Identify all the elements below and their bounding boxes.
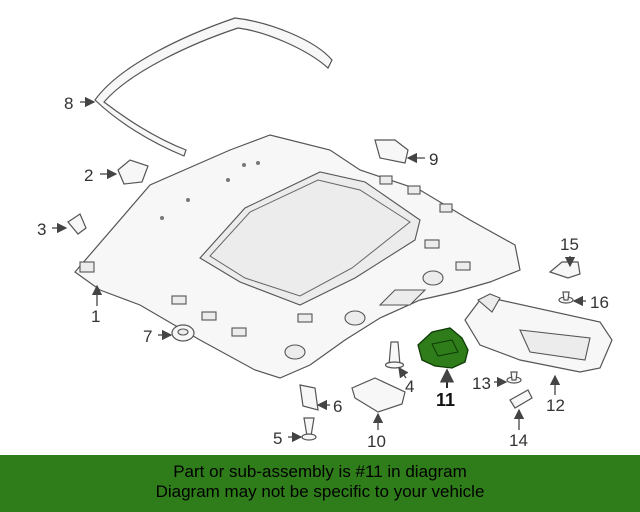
part-5-screw bbox=[301, 417, 317, 441]
part-1-headliner bbox=[74, 134, 521, 379]
callout-14: 14 bbox=[509, 431, 528, 450]
part-6-tag bbox=[299, 384, 319, 411]
banner-line-disclaimer: Diagram may not be specific to your vehi… bbox=[155, 482, 485, 501]
callout-4: 4 bbox=[405, 377, 414, 396]
callout-12: 12 bbox=[546, 396, 565, 415]
part-13-screw bbox=[506, 371, 522, 384]
part-16-screw bbox=[558, 291, 574, 304]
banner-line-part-info: Part or sub-assembly is #11 in diagram bbox=[173, 462, 467, 481]
part-12-sun-visor bbox=[464, 293, 613, 373]
part-7-grommet bbox=[171, 324, 195, 342]
callout-15: 15 bbox=[560, 235, 579, 254]
callout-5: 5 bbox=[273, 429, 282, 448]
callout-11: 11 bbox=[436, 390, 455, 410]
info-banner: Part or sub-assembly is #11 in diagram D… bbox=[0, 455, 640, 512]
callout-10: 10 bbox=[367, 432, 386, 451]
part-3-clip bbox=[67, 213, 87, 235]
callout-1: 1 bbox=[91, 307, 100, 326]
part-11-highlighted bbox=[417, 327, 469, 369]
callout-7: 7 bbox=[143, 327, 152, 346]
callout-2: 2 bbox=[84, 166, 93, 185]
part-8-seal-strip bbox=[94, 17, 333, 157]
part-14-clip bbox=[509, 389, 533, 409]
part-15-hook bbox=[548, 261, 581, 279]
callout-6: 6 bbox=[333, 397, 342, 416]
part-9-bracket bbox=[374, 139, 409, 164]
callout-16: 16 bbox=[590, 293, 609, 312]
callout-9: 9 bbox=[429, 150, 438, 169]
part-10-cover bbox=[351, 377, 406, 413]
callout-13: 13 bbox=[472, 374, 491, 393]
part-4-pin bbox=[384, 341, 405, 369]
parts-diagram: 8 2 3 1 7 9 4 6 5 10 11 12 13 14 15 16 bbox=[37, 17, 613, 451]
callout-3: 3 bbox=[37, 220, 46, 239]
part-2-pad bbox=[117, 159, 149, 185]
callout-8: 8 bbox=[64, 94, 73, 113]
